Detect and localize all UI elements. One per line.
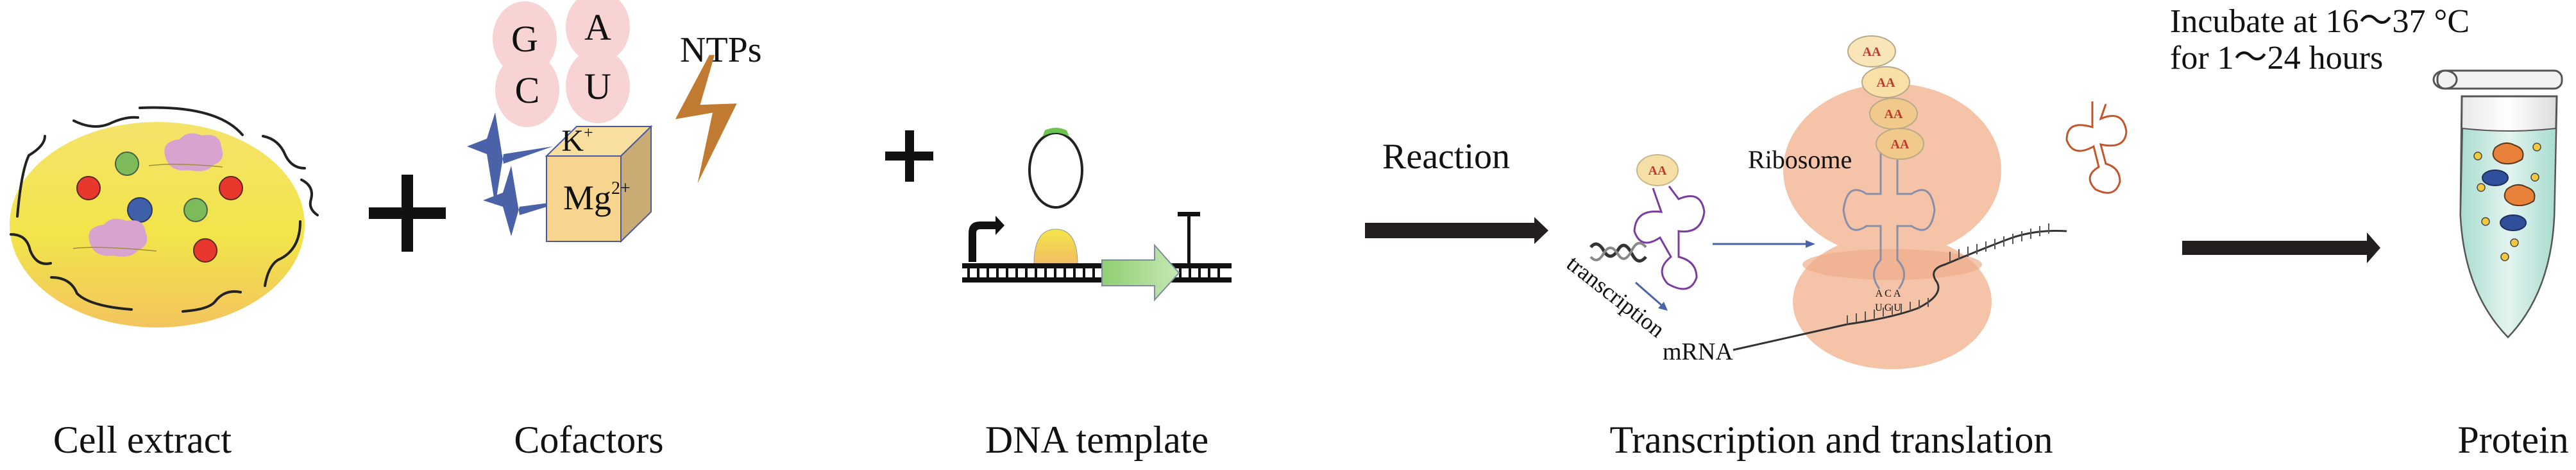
svg-text:G: G <box>511 18 538 60</box>
transcription-label: transcription <box>1562 250 1670 343</box>
cell-extract-caption: Cell extract <box>53 419 232 461</box>
trna-charged: AA <box>1633 154 1706 290</box>
ribosome-large-subunit <box>1783 83 2001 257</box>
ribosome-binding-site <box>1033 229 1078 265</box>
protein-caption: Protein <box>2457 419 2568 461</box>
ion-cube: K+ Mg2+ <box>545 123 653 243</box>
magnesium-ion: Mg2+ <box>563 178 631 217</box>
reaction-arrow-icon <box>1365 217 1548 244</box>
plasmid <box>1028 132 1083 209</box>
transcription-translation-illustration: Ribosome ACA UGU AA AA AA AA AA <box>1562 35 2128 369</box>
amino-acid: AA <box>1847 35 1896 67</box>
cell-membrane-fragments <box>10 106 319 313</box>
nucleotide-u: U <box>566 49 630 123</box>
star-icon <box>483 166 568 236</box>
svg-text:AA: AA <box>1877 76 1895 90</box>
svg-text:AA: AA <box>1863 45 1881 59</box>
anticodon-label: ACA <box>1876 288 1903 299</box>
amino-acid: AA <box>1869 98 1918 130</box>
protein-product <box>2492 142 2536 207</box>
gene-arrow <box>1101 243 1180 302</box>
amino-acid: AA <box>1876 128 1924 160</box>
red-molecule <box>76 176 101 200</box>
ribosome-protein-cloud <box>148 133 223 171</box>
incubation-arrow-icon <box>2182 232 2380 263</box>
dna-template-illustration <box>962 128 1232 302</box>
cofactors-caption: Cofactors <box>514 419 663 461</box>
nucleotide-a: A <box>566 0 630 63</box>
svg-text:A: A <box>584 6 611 48</box>
ntps-label: NTPs <box>680 30 762 70</box>
red-molecule <box>193 238 217 263</box>
nucleotide-c: C <box>495 53 559 127</box>
amino-acid: AA <box>1861 66 1910 98</box>
cell-body <box>10 122 305 327</box>
ribosome-protein-cloud <box>72 218 157 257</box>
green-molecule <box>115 152 139 176</box>
flow-arrow-icon <box>1635 281 1662 306</box>
microcentrifuge-tube <box>2432 69 2563 339</box>
svg-text:AA: AA <box>1891 137 1910 152</box>
dna-double-strand <box>962 263 1232 283</box>
potassium-ion: K+ <box>561 123 593 158</box>
terminator-icon <box>1178 212 1200 263</box>
incubation-condition-time: for 1～24 hours <box>2170 40 2383 76</box>
blue-component <box>2500 214 2527 231</box>
trna-released <box>2065 101 2128 194</box>
svg-text:C: C <box>515 69 540 111</box>
plasmid-origin-marker <box>1042 128 1069 137</box>
reaction-label: Reaction <box>1382 137 1510 177</box>
dna-template-caption: DNA template <box>985 419 1208 461</box>
incubation-condition-temperature: Incubate at 16～37 °C <box>2170 3 2470 40</box>
promoter-arrow-icon <box>969 216 1004 262</box>
mrna-strand <box>1733 230 2067 351</box>
green-molecule <box>183 198 208 222</box>
mrna-label: mRNA <box>1663 338 1733 365</box>
blue-component <box>2482 170 2509 186</box>
svg-text:U: U <box>584 65 611 107</box>
codon-label: UGU <box>1875 302 1903 313</box>
dna-helix-icon <box>1589 241 1647 263</box>
star-icon <box>467 112 553 205</box>
blue-molecule <box>127 197 153 223</box>
lightning-bolt-icon <box>675 55 737 184</box>
red-molecule <box>219 176 243 200</box>
plus-sign <box>369 175 446 252</box>
ribosome-label: Ribosome <box>1748 145 1852 174</box>
cell-extract-illustration <box>10 106 319 327</box>
small-molecules <box>2473 143 2541 261</box>
tube-lid <box>2436 69 2563 90</box>
trna-in-ribosome <box>1842 153 1936 290</box>
svg-text:AA: AA <box>1648 164 1667 178</box>
transcription-translation-caption: Transcription and translation <box>1609 419 2053 461</box>
svg-text:AA: AA <box>1885 107 1903 121</box>
plus-sign <box>885 130 933 182</box>
